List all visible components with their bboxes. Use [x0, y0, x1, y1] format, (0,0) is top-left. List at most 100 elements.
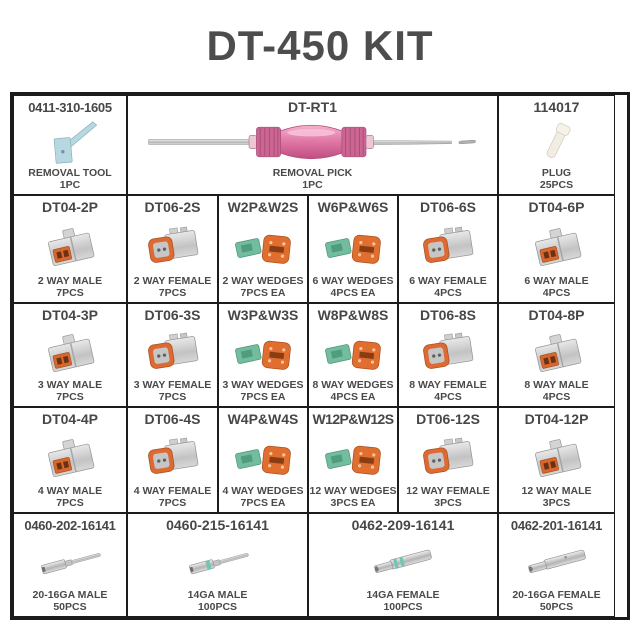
removal-pick-icon: [148, 124, 477, 160]
terminal-female-band-icon: [373, 549, 433, 575]
kit-cell: DT04-4P 4 WAY MALE 7PCS: [13, 407, 127, 513]
part-number-label: W8P&W8S: [317, 307, 389, 323]
item-description: REMOVAL PICK: [272, 167, 353, 179]
kit-cell: DT04-6P 6 WAY MALE 4PCS: [498, 195, 615, 303]
part-number-label: DT04-2P: [41, 199, 99, 215]
item-quantity: 7PCS EA: [240, 286, 286, 299]
item-description: REMOVAL TOOL: [28, 167, 112, 179]
female-connector-icon: [145, 435, 199, 475]
wedge-pair-icon: [234, 445, 292, 476]
item-quantity: 100PCS: [383, 600, 423, 613]
male-connector-icon: [45, 330, 96, 373]
item-quantity: 7PCS: [158, 286, 187, 299]
item-quantity: 4PCS EA: [330, 390, 376, 403]
kit-cell: W6P&W6S 6 WAY WEDGES 4PCS EA: [308, 195, 398, 303]
kit-cell: DT06-8S 8 WAY FEMALE 4PCS: [398, 303, 498, 407]
female-connector-icon: [145, 224, 199, 264]
item-description: PLUG: [541, 167, 572, 179]
item-description: 2 WAY WEDGES: [222, 275, 304, 287]
part-number-label: DT06-2S: [144, 199, 201, 215]
item-quantity: 7PCS: [56, 390, 84, 403]
part-number-label: DT06-8S: [419, 307, 477, 323]
part-number-label: DT06-6S: [419, 199, 477, 215]
item-quantity: 3PCS: [434, 496, 462, 509]
kit-cell: DT-RT1 REMOVAL PICK 1PC: [127, 95, 498, 195]
wedge-pair-icon: [324, 234, 382, 265]
part-number-label: DT-RT1: [288, 99, 337, 115]
terminal-male-icon: [40, 549, 102, 575]
item-quantity: 4PCS: [434, 286, 462, 299]
item-quantity: 4PCS EA: [330, 286, 376, 299]
item-quantity: 7PCS EA: [240, 496, 286, 509]
item-description: 2 WAY FEMALE: [133, 275, 212, 287]
part-number-label: W3P&W3S: [227, 307, 299, 323]
item-description: 12 WAY MALE: [521, 485, 592, 497]
item-description: 6 WAY FEMALE: [409, 275, 487, 287]
part-number-label: DT04-6P: [528, 199, 585, 215]
item-description: 6 WAY MALE: [524, 275, 589, 287]
part-number-label: DT06-3S: [144, 307, 201, 323]
removal-tool-icon: [53, 121, 97, 164]
male-connector-icon: [531, 224, 582, 267]
kit-cell: DT06-4S 4 WAY FEMALE 7PCS: [127, 407, 218, 513]
item-quantity: 100PCS: [197, 600, 238, 613]
female-connector-icon: [421, 224, 474, 264]
part-number-label: DT04-4P: [41, 411, 99, 427]
part-number-label: DT04-8P: [528, 307, 585, 323]
item-quantity: 50PCS: [53, 600, 87, 613]
item-description: 3 WAY WEDGES: [222, 379, 304, 391]
wedge-pair-icon: [324, 340, 382, 371]
item-description: 14GA MALE: [187, 589, 248, 601]
kit-cell: 0460-215-16141 14GA MALE 100PCS: [127, 513, 308, 617]
kit-cell: DT04-12P 12 WAY MALE 3PCS: [498, 407, 615, 513]
kit-cell: W12P&W12S 12 WAY WEDGES 3PCS EA: [308, 407, 398, 513]
female-connector-icon: [421, 435, 474, 475]
kit-cell: DT04-8P 8 WAY MALE 4PCS: [498, 303, 615, 407]
female-connector-icon: [421, 330, 474, 370]
kit-title: DT-450 KIT: [206, 22, 434, 69]
part-number-label: 0460-215-16141: [166, 517, 269, 533]
kit-grid: 0411-310-1605 REMOVAL TOOL 1PC DT-RT1 RE…: [10, 92, 630, 620]
item-quantity: 25PCS: [539, 178, 574, 191]
female-connector-icon: [145, 330, 199, 370]
kit-cell: DT06-3S 3 WAY FEMALE 7PCS: [127, 303, 218, 407]
kit-cell: W4P&W4S 4 WAY WEDGES 7PCS EA: [218, 407, 308, 513]
item-quantity: 4PCS: [542, 286, 571, 299]
part-number-label: DT06-12S: [416, 411, 480, 427]
item-quantity: 7PCS: [158, 390, 187, 403]
wedge-pair-icon: [234, 340, 292, 371]
part-number-label: 0462-209-16141: [351, 517, 455, 533]
terminal-male-band-icon: [188, 549, 250, 575]
item-quantity: 7PCS: [158, 496, 187, 509]
plug-icon: [542, 121, 571, 161]
kit-cell: 0411-310-1605 REMOVAL TOOL 1PC: [13, 95, 127, 195]
kit-cell: DT06-6S 6 WAY FEMALE 4PCS: [398, 195, 498, 303]
part-number-label: DT06-4S: [144, 411, 201, 427]
kit-cell: DT06-2S 2 WAY FEMALE 7PCS: [127, 195, 218, 303]
item-quantity: 7PCS: [56, 496, 84, 509]
kit-cell: 0460-202-16141 20-16GA MALE 50PCS: [13, 513, 127, 617]
item-quantity: 3PCS: [542, 496, 571, 509]
part-number-label: W2P&W2S: [227, 199, 299, 215]
male-connector-icon: [531, 435, 582, 478]
part-number-label: 114017: [533, 99, 580, 115]
wedge-pair-icon: [234, 234, 292, 265]
item-description: 4 WAY WEDGES: [222, 485, 304, 497]
title-bar: DT-450 KIT: [0, 0, 640, 92]
item-description: 4 WAY FEMALE: [133, 485, 212, 497]
kit-cell: 0462-201-16141 20-16GA FEMALE 50PCS: [498, 513, 615, 617]
kit-cell: W3P&W3S 3 WAY WEDGES 7PCS EA: [218, 303, 308, 407]
item-description: 8 WAY FEMALE: [409, 379, 487, 391]
wedge-pair-icon: [324, 445, 382, 476]
part-number-label: W12P&W12S: [312, 411, 395, 427]
item-quantity: 1PC: [302, 178, 323, 191]
part-number-label: DT04-3P: [41, 307, 99, 323]
part-number-label: 0411-310-1605: [28, 100, 112, 115]
kit-cell: DT04-2P 2 WAY MALE 7PCS: [13, 195, 127, 303]
item-quantity: 1PC: [59, 178, 81, 191]
part-number-label: DT04-12P: [524, 411, 589, 427]
male-connector-icon: [531, 330, 582, 373]
kit-cell: 0462-209-16141 14GA FEMALE 100PCS: [308, 513, 498, 617]
item-description: 8 WAY MALE: [524, 379, 589, 391]
item-description: 4 WAY MALE: [37, 485, 103, 497]
